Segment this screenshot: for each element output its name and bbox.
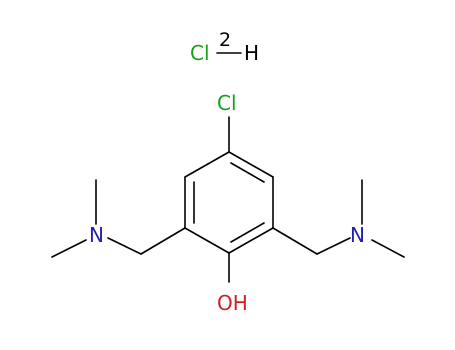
ring-bond — [228, 227, 274, 254]
salt-chlorine-label: Cl — [190, 41, 210, 65]
bond-ch2-n — [107, 237, 142, 255]
benzene-ring — [184, 151, 274, 254]
salt-count-label: 2 — [219, 29, 231, 51]
ring-chlorine-label: Cl — [217, 91, 237, 115]
salt-hydrogen-label: H — [244, 41, 259, 65]
ring-bond — [184, 227, 230, 254]
ring-double-bond — [230, 222, 265, 243]
hcl-salt: Cl 2 H — [190, 29, 259, 65]
bond-ring-ch2 — [140, 227, 186, 255]
right-amine-arm: N — [272, 179, 405, 258]
bond-ch2-n — [316, 237, 351, 255]
bond-n-methyl — [51, 239, 87, 258]
ring-bond — [228, 151, 274, 178]
right-nitrogen-label: N — [350, 223, 365, 247]
left-amine-arm: N — [51, 179, 186, 258]
ring-bond — [184, 151, 230, 178]
bond-ring-ch2 — [272, 227, 318, 255]
left-nitrogen-label: N — [89, 223, 104, 247]
hydroxyl-label: OH — [217, 291, 248, 315]
ring-double-bond — [230, 162, 265, 183]
bond-n-methyl — [371, 239, 405, 258]
